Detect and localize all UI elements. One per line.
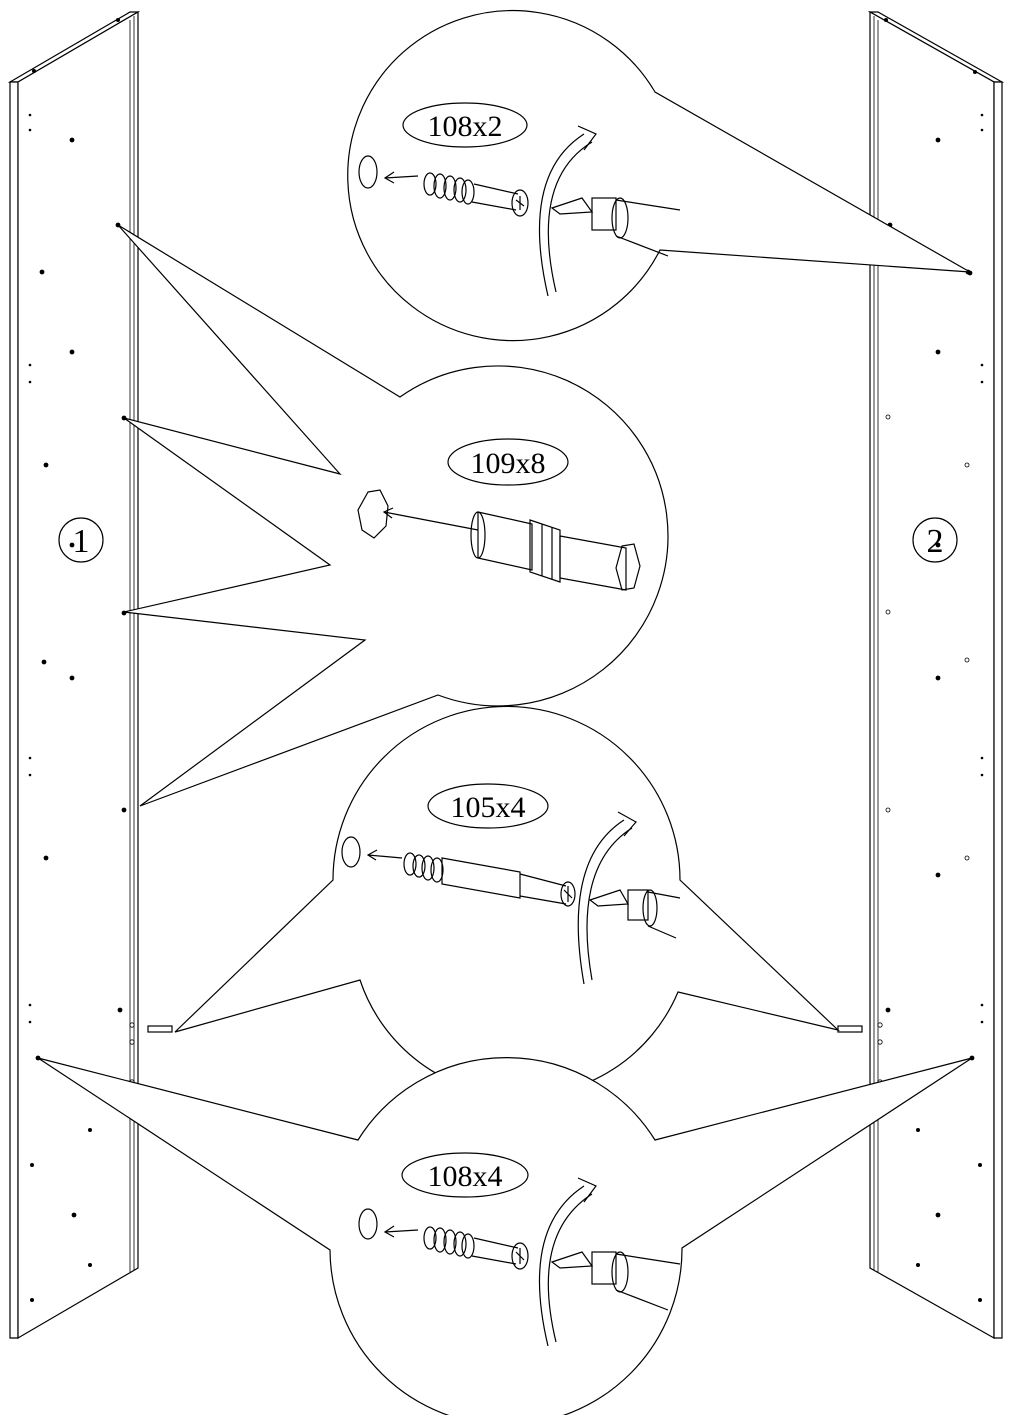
part-label-108x4: 108x4 — [428, 1160, 503, 1193]
dowel-icon — [470, 511, 641, 591]
hole-icon — [341, 836, 361, 868]
screwdriver-icon — [550, 197, 681, 257]
hole-icon — [358, 1208, 378, 1240]
cam-bolt-icon — [423, 1226, 529, 1270]
panel-1-holes — [28, 18, 127, 1302]
panel-2-label: 2 — [927, 523, 944, 560]
rotate-arrow-icon — [577, 811, 637, 985]
cam-bolt-icon — [423, 172, 529, 217]
part-label-108x2: 108x2 — [428, 110, 503, 143]
callout-dowel: 109x8 — [117, 224, 669, 807]
panel-1-label: 1 — [73, 523, 90, 560]
part-label-oval-108x4 — [401, 1152, 529, 1198]
part-label-oval-108x2 — [402, 102, 528, 148]
part-label-109x8: 109x8 — [471, 447, 546, 480]
hole-icon — [358, 155, 378, 189]
part-label-oval-109x8 — [447, 438, 569, 486]
side-panel-1: 1 — [7, 10, 173, 1340]
hole-icon — [357, 489, 389, 539]
arrow-left-icon — [366, 849, 403, 861]
part-label-105x4: 105x4 — [451, 791, 526, 824]
arrow-left-icon — [383, 171, 419, 184]
panel-1-number-badge — [58, 517, 104, 563]
callout-cam-bolt-bottom: 108x4 — [37, 1057, 973, 1415]
rotate-arrow-icon — [538, 1177, 597, 1347]
rotate-arrow-icon — [538, 125, 597, 297]
part-label-oval-105x4 — [427, 783, 549, 829]
callout-cam-connector: 105x4 — [174, 705, 841, 1097]
callout-cam-bolt-top: 108x2 — [347, 9, 971, 342]
screwdriver-icon — [588, 889, 681, 939]
cam-connector-icon — [403, 852, 576, 907]
arrow-left-icon — [382, 507, 479, 531]
arrow-left-icon — [383, 1225, 419, 1238]
panel-2-number-badge — [912, 517, 958, 563]
screwdriver-icon — [550, 1251, 681, 1311]
